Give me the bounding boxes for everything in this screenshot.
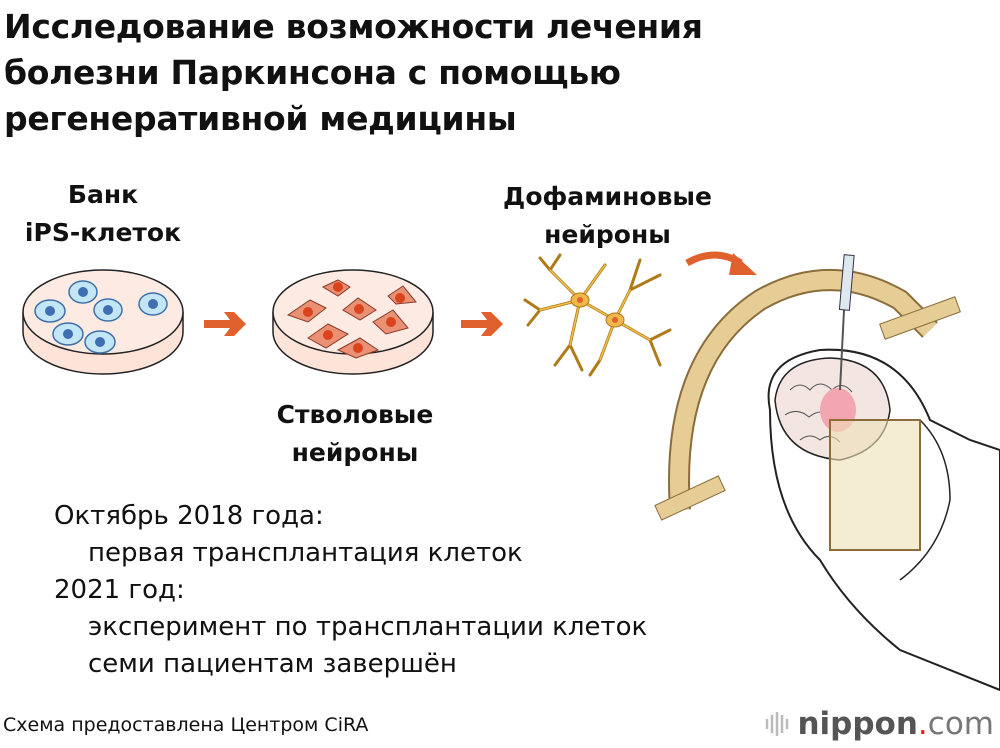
label-line: iPS-клеток	[24, 218, 182, 247]
timeline: Октябрь 2018 года: первая трансплантация…	[54, 498, 647, 683]
stem-neuron-dish	[272, 269, 434, 375]
nippon-logo: nippon.com	[765, 706, 994, 742]
arrow-icon	[461, 312, 503, 336]
event-text: эксперимент по трансплантации клеток	[88, 612, 648, 642]
event-text: первая трансплантация клеток	[88, 538, 523, 568]
stem-neurons-label: Стволовые нейроны	[255, 396, 455, 472]
label-line: нейроны	[291, 438, 419, 467]
sound-wave-icon	[766, 712, 789, 736]
label-line: Банк	[67, 180, 139, 209]
curved-arrow-icon	[685, 251, 757, 275]
event-text: семи пациентам завершён	[88, 649, 457, 679]
dopamine-neurons-illustration	[523, 253, 672, 377]
label-line: Дофаминовые	[503, 182, 712, 211]
page-title: Исследование возможности лечения болезни…	[4, 4, 703, 142]
event-date: Октябрь 2018 года:	[54, 501, 324, 531]
logo-dot: .	[917, 706, 928, 742]
title-line: болезни Паркинсона с помощью	[4, 53, 621, 92]
logo-suffix: com	[927, 706, 994, 742]
ips-bank-label: Банк iPS-клеток	[18, 176, 188, 252]
title-line: регенеративной медицины	[4, 99, 517, 138]
label-line: нейроны	[544, 220, 671, 249]
arrow-icon	[204, 312, 246, 336]
title-line: Исследование возможности лечения	[4, 7, 703, 46]
logo-main: nippon	[797, 706, 918, 742]
dopamine-neurons-label: Дофаминовые нейроны	[480, 178, 735, 254]
event-date: 2021 год:	[54, 575, 185, 605]
source-credit: Схема предоставлена Центром CiRA	[3, 714, 369, 736]
stereotactic-surgery-illustration	[654, 254, 1000, 692]
label-line: Стволовые	[276, 400, 434, 429]
ips-cell-dish	[22, 269, 184, 375]
